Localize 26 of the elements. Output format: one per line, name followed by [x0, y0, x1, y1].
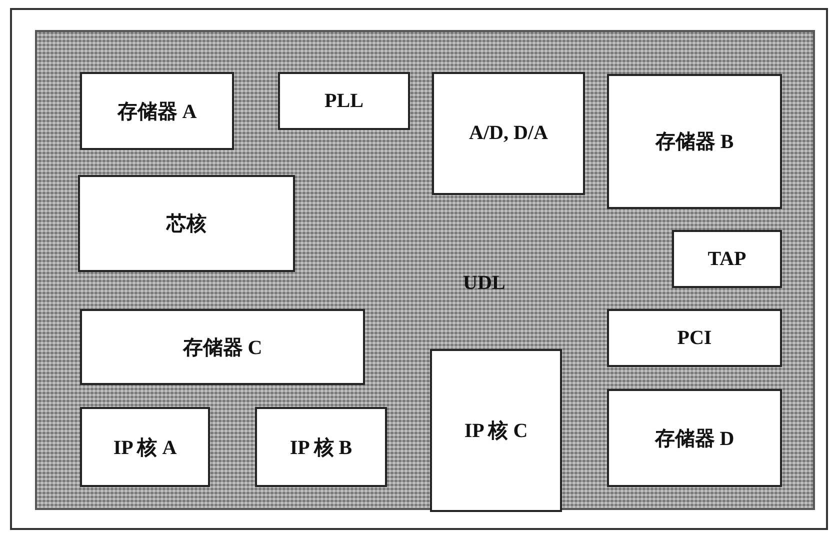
module-block [278, 72, 410, 130]
block-label: PCI [677, 326, 712, 350]
module-block [78, 175, 295, 272]
module-block [255, 407, 387, 487]
block-label: IP 核 B [290, 436, 352, 460]
module-block [607, 389, 782, 487]
block-label: IP 核 C [464, 419, 528, 444]
block-label: IP 核 A [113, 436, 177, 460]
module-block [607, 74, 782, 209]
module-block [430, 349, 562, 512]
block-label: 存储器 C [182, 336, 262, 360]
module-block [607, 309, 782, 367]
module-block [80, 72, 234, 150]
block-label: TAP [708, 248, 746, 270]
module-block [432, 72, 585, 195]
block-label: 芯核 [166, 212, 206, 237]
module-block [80, 309, 365, 385]
udl-region [35, 30, 815, 510]
region-label: UDL [463, 272, 506, 295]
block-label: 存储器 D [654, 426, 734, 452]
module-block [672, 230, 782, 288]
block-label: A/D, D/A [469, 122, 548, 145]
block-label: 存储器 B [655, 130, 734, 155]
block-label: PLL [324, 90, 364, 112]
module-block [80, 407, 210, 487]
block-label: 存储器 A [117, 100, 197, 124]
